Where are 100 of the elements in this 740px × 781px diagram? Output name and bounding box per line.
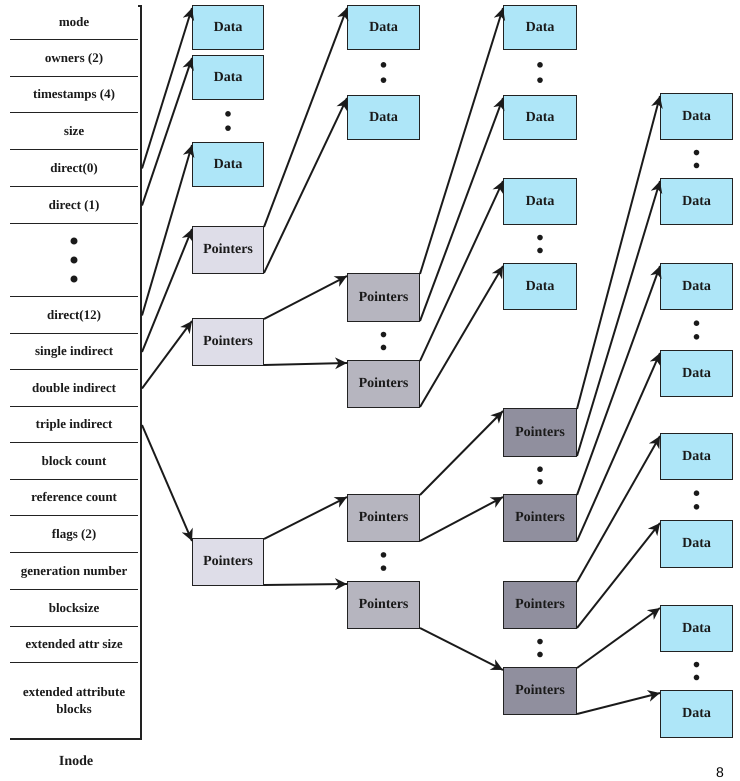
block-label: Pointers bbox=[203, 554, 253, 570]
page-number: 8 bbox=[716, 764, 724, 780]
arrow bbox=[141, 144, 194, 316]
block-label: Pointers bbox=[358, 376, 408, 392]
data-block bbox=[192, 142, 264, 187]
pointer-block bbox=[192, 538, 264, 586]
block-label: Pointers bbox=[358, 510, 408, 526]
data-block bbox=[660, 263, 733, 310]
inode-field bbox=[10, 407, 138, 443]
field-label: mode bbox=[58, 14, 90, 30]
pointer-block bbox=[347, 581, 420, 629]
arrow bbox=[419, 8, 506, 274]
block-label: Data bbox=[682, 448, 711, 464]
arrow bbox=[264, 496, 348, 540]
data-block bbox=[660, 605, 733, 652]
field-label: timestamps (4) bbox=[33, 86, 115, 103]
inode-field bbox=[10, 40, 138, 77]
arrow bbox=[141, 228, 194, 352]
pointer-block bbox=[503, 494, 577, 542]
arrow bbox=[264, 357, 348, 370]
data-block bbox=[347, 95, 420, 140]
pointer-block bbox=[347, 494, 420, 542]
field-label: direct(0) bbox=[50, 160, 98, 176]
block-label: Data bbox=[682, 278, 711, 294]
field-label: reference count bbox=[31, 489, 117, 506]
inode-field bbox=[10, 516, 138, 553]
data-block bbox=[192, 55, 264, 100]
block-label: Data bbox=[682, 194, 711, 210]
inode-field bbox=[10, 370, 138, 407]
data-block bbox=[347, 5, 420, 50]
data-block bbox=[660, 520, 733, 568]
arrow bbox=[141, 8, 194, 169]
arrow bbox=[420, 627, 504, 671]
field-label: owners (2) bbox=[44, 50, 104, 66]
field-label: size bbox=[64, 122, 84, 140]
inode-field bbox=[10, 553, 138, 590]
block-label: Data bbox=[526, 194, 554, 210]
block-label: Data bbox=[682, 620, 711, 636]
arrow bbox=[576, 180, 662, 456]
field-label: double indirect bbox=[32, 380, 116, 396]
arrow bbox=[264, 578, 348, 590]
block-label: Data bbox=[214, 156, 242, 172]
arrow bbox=[576, 266, 662, 496]
inode-field bbox=[10, 224, 138, 297]
inode-field bbox=[10, 297, 138, 334]
block-label: Data bbox=[682, 706, 711, 722]
data-block bbox=[660, 350, 733, 397]
pointer-block bbox=[192, 226, 264, 274]
arrow bbox=[576, 436, 661, 582]
pointer-block bbox=[347, 273, 420, 322]
block-label: Pointers bbox=[515, 597, 565, 613]
block-label: Data bbox=[214, 70, 242, 86]
arrow bbox=[419, 180, 504, 362]
field-label: single indirect bbox=[34, 343, 114, 360]
pointer-block bbox=[503, 581, 577, 629]
arrow bbox=[141, 424, 193, 542]
arrow bbox=[141, 320, 193, 390]
block-label: Pointers bbox=[203, 334, 253, 350]
inode-field bbox=[10, 150, 138, 187]
table-title: Inode bbox=[58, 754, 94, 770]
field-label: blocksize bbox=[48, 600, 100, 616]
inode-field bbox=[10, 187, 138, 224]
arrow bbox=[263, 98, 348, 274]
inode-field bbox=[10, 77, 138, 113]
pointer-block bbox=[347, 360, 420, 408]
arrow bbox=[576, 607, 661, 669]
block-label: Data bbox=[526, 110, 554, 126]
field-label: direct(12) bbox=[47, 306, 101, 324]
data-block bbox=[660, 93, 733, 140]
field-label: flags (2) bbox=[52, 526, 96, 542]
arrow bbox=[576, 352, 661, 542]
block-label: Data bbox=[682, 366, 711, 382]
block-label: Data bbox=[526, 278, 554, 294]
inode-field bbox=[10, 443, 138, 480]
block-label: Pointers bbox=[515, 510, 565, 526]
field-label: extended attr size bbox=[25, 636, 123, 653]
pointer-block bbox=[503, 667, 577, 715]
data-block bbox=[503, 5, 577, 50]
block-label: Data bbox=[214, 20, 242, 36]
field-label: direct (1) bbox=[48, 196, 100, 214]
block-label: Pointers bbox=[358, 597, 408, 613]
arrow bbox=[419, 98, 504, 322]
data-block bbox=[503, 178, 577, 225]
field-label: generation number bbox=[20, 562, 128, 580]
block-label: Pointers bbox=[358, 290, 408, 306]
block-label: Pointers bbox=[515, 424, 565, 440]
data-block bbox=[660, 178, 733, 225]
block-label: Data bbox=[682, 108, 711, 124]
inode-field bbox=[10, 627, 138, 663]
inode-field bbox=[10, 334, 138, 370]
arrow bbox=[419, 410, 504, 496]
field-label: triple indirect bbox=[36, 416, 112, 433]
pointer-block bbox=[503, 408, 577, 457]
arrow bbox=[576, 522, 661, 629]
inode-field bbox=[10, 480, 138, 516]
block-label: Data bbox=[369, 110, 398, 126]
arrow bbox=[420, 496, 504, 542]
arrow bbox=[576, 96, 663, 410]
data-block bbox=[503, 263, 577, 310]
block-label: Pointers bbox=[515, 683, 565, 699]
